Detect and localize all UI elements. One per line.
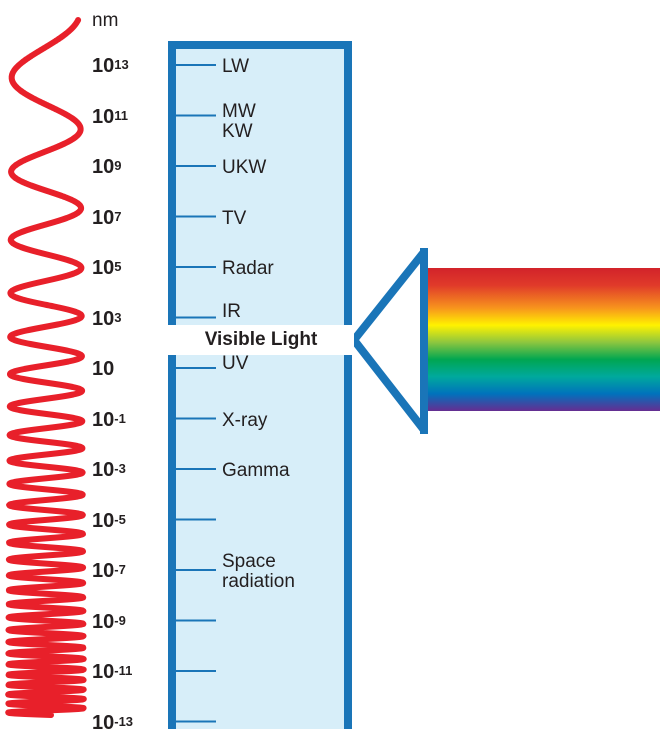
wavelength-exponent: 7 [114,208,122,224]
wavelength-label: 10-1 [92,409,126,431]
unit-label: nm [92,10,119,31]
wavelength-base: 10 [92,560,115,582]
wavelength-label: 10-9 [92,611,126,633]
wavelength-base: 10 [92,610,115,633]
band-label: LW [222,57,249,77]
wavelength-base: 10 [92,408,115,431]
wavelength-label: 105 [92,257,121,279]
wavelength-exponent: -5 [114,511,126,527]
wavelength-base: 10 [92,358,115,380]
band-label-line2: radiation [222,571,295,592]
scale-column [168,41,352,729]
wavelength-exponent: 11 [114,107,128,123]
band-label-line1: X-ray [222,409,268,431]
wavelength-base: 10 [92,55,115,77]
wavelength-exponent: -7 [114,562,126,577]
wavelength-label: 10 [92,358,114,380]
band-label-line2: KW [222,120,253,142]
wavelength-exponent: -11 [114,663,133,678]
band-label-line1: TV [222,207,247,229]
band-label-line1: IR [222,300,241,322]
visible-light-label: Visible Light [168,325,354,355]
wavelength-label: 10-7 [92,560,126,582]
wavelength-label: 10-13 [92,712,133,734]
scale-ticks [176,64,216,723]
wavelength-label: 1011 [92,106,128,128]
wavelength-label: 10-11 [92,661,132,683]
band-label-line1: UKW [222,157,267,178]
band-label: Gamma [222,461,290,481]
wavelength-exponent: -9 [114,612,126,628]
band-label: Radar [222,259,274,279]
wavelength-label: 10-3 [92,459,126,481]
band-label: UKW [222,158,266,178]
wavelength-label: 109 [92,156,121,178]
wavelength-base: 10 [92,156,115,178]
wavelength-label: 10-5 [92,510,126,532]
wavelength-exponent: 3 [114,309,122,325]
band-label: X-ray [222,409,268,431]
wavelength-base: 10 [92,105,115,128]
wavelength-exponent: -13 [114,713,134,729]
band-label-line1: MW [222,100,256,122]
wavelength-exponent: -1 [114,410,126,426]
wavelength-base: 10 [92,206,115,229]
wavelength-base: 10 [92,307,115,330]
band-label: UV [222,354,248,374]
band-label: IR [222,300,241,322]
spectrum-arrow-outline [348,249,428,433]
wavelength-exponent: -3 [114,461,126,476]
wavelength-exponent: 9 [114,158,122,173]
wavelength-label: 107 [92,207,121,229]
spectrum-band [424,268,660,411]
wavelength-exponent: 5 [114,259,122,274]
wavelength-base: 10 [92,257,115,279]
band-label-line1: Gamma [222,460,290,481]
band-label-line1: LW [222,56,250,77]
wavelength-label: 103 [92,308,121,330]
band-label-line1: UV [222,353,249,374]
wavelength-base: 10 [92,661,115,683]
wave-curve [5,17,87,718]
wavelength-base: 10 [92,509,115,532]
band-label-line1: Radar [222,258,274,279]
wavelength-label: 1013 [92,55,129,77]
wavelength-base: 10 [92,459,115,481]
band-label: TV [222,207,247,229]
wavelength-exponent: 13 [114,57,129,72]
band-label-line1: Space [222,551,276,572]
wavelength-base: 10 [92,711,115,734]
